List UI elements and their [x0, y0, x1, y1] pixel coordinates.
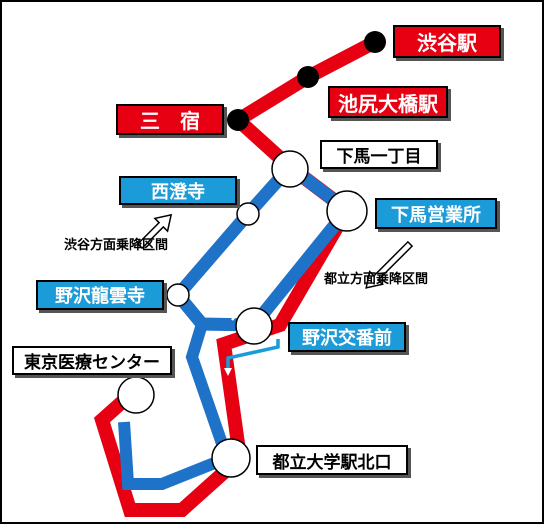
stop-circle-toritsu — [211, 438, 251, 478]
label-shimouma-office: 下馬営業所 — [375, 198, 497, 229]
to-toritsu-arrow — [365, 240, 414, 289]
direction-arrow — [289, 196, 323, 218]
label-shibuya: 渋谷駅 — [393, 25, 501, 58]
note-to-shibuya: 渋谷方面乗降区間 — [64, 238, 169, 253]
label-tokyo-medical: 東京医療センター — [12, 346, 172, 375]
to-shibuya-arrow — [136, 213, 173, 250]
stop-circle-shimouma1 — [271, 150, 309, 188]
direction-arrow — [231, 298, 250, 321]
label-shimouma1: 下馬一丁目 — [320, 140, 438, 169]
stop-circle-saichoji — [236, 202, 260, 226]
label-ikejiri: 池尻大橋駅 — [328, 86, 448, 118]
stop-dot-sanshuku — [227, 109, 249, 131]
stop-circle-shimouma-office — [326, 190, 368, 232]
label-saichoji: 西澄寺 — [119, 176, 237, 205]
stop-dot-shibuya — [364, 31, 386, 53]
stop-circle-nozawa-ryuunji — [166, 283, 190, 307]
label-nozawa-ryuunji: 野沢龍雲寺 — [36, 280, 164, 310]
stop-circle-nozawa-koban — [235, 307, 273, 345]
label-sanshuku: 三 宿 — [116, 104, 224, 135]
label-nozawa-koban: 野沢交番前 — [288, 322, 406, 352]
stop-dot-ikejiri — [297, 66, 319, 88]
stop-circle-tokyo-medical — [117, 376, 155, 414]
label-toritsu: 都立大学駅北口 — [256, 445, 408, 475]
note-to-toritsu: 都立方面乗降区間 — [324, 272, 429, 287]
blue-route-branch — [118, 322, 235, 490]
direction-arrow — [224, 339, 280, 376]
